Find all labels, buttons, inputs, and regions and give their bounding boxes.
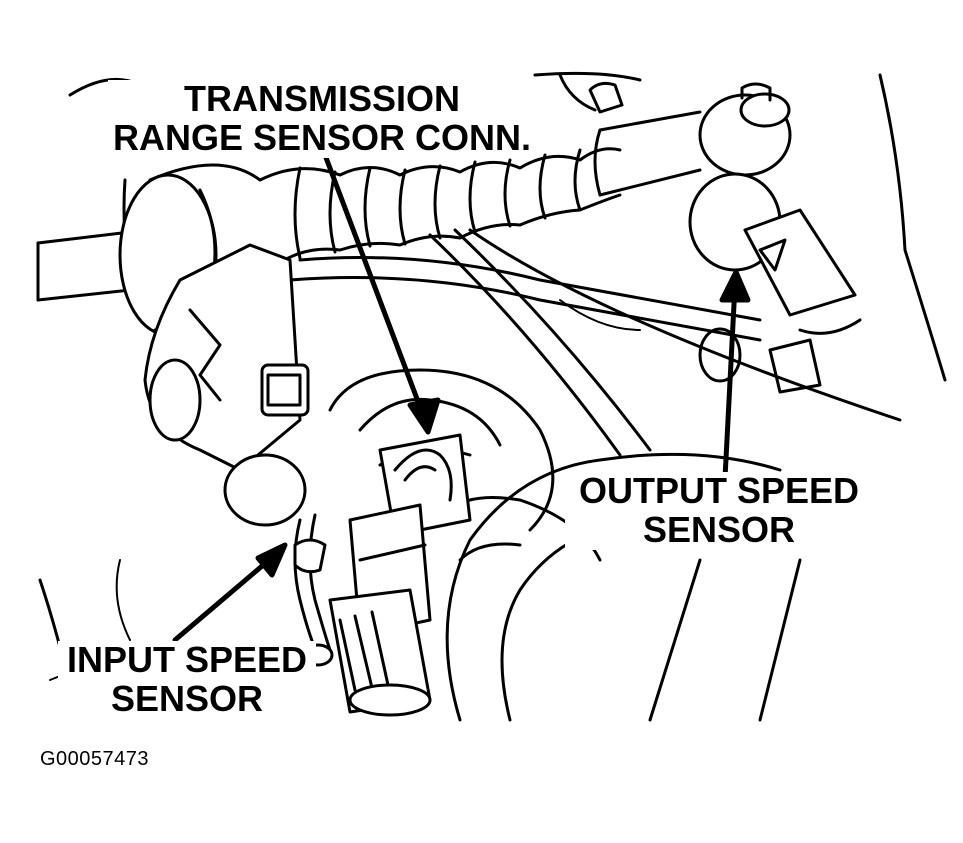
leader-arrows [172, 152, 751, 643]
sensor-cable [288, 228, 902, 457]
output-sensor-leader [722, 282, 738, 481]
input-speed-line1: INPUT SPEED [66, 639, 308, 680]
input-speed-sensor-label: INPUT SPEED SENSOR [58, 639, 316, 719]
transmission-range-sensor-label: TRANSMISSION RANGE SENSOR CONN. [108, 78, 536, 158]
output-speed-line1: OUTPUT SPEED [578, 470, 860, 511]
mounting-bracket [143, 243, 310, 527]
cv-boot [258, 147, 622, 272]
range-sensor-connector-drawing [328, 433, 472, 717]
output-speed-line2: SENSOR [642, 508, 796, 550]
input-sensor-leader [172, 552, 278, 643]
range-sensor-arrowhead [407, 397, 441, 435]
figure-id: G00057473 [40, 748, 150, 770]
output-speed-sensor-drawing [688, 172, 862, 394]
input-sensor-arrowhead [255, 542, 288, 578]
transmission-range-line2: RANGE SENSOR CONN. [112, 116, 532, 158]
input-speed-line2: SENSOR [110, 677, 264, 719]
output-sensor-arrowhead [719, 269, 751, 303]
upper-linkage [558, 73, 792, 197]
range-sensor-leader [322, 152, 428, 423]
transmission-range-line1: TRANSMISSION [183, 78, 460, 119]
output-speed-sensor-label: OUTPUT SPEED SENSOR [565, 470, 873, 550]
